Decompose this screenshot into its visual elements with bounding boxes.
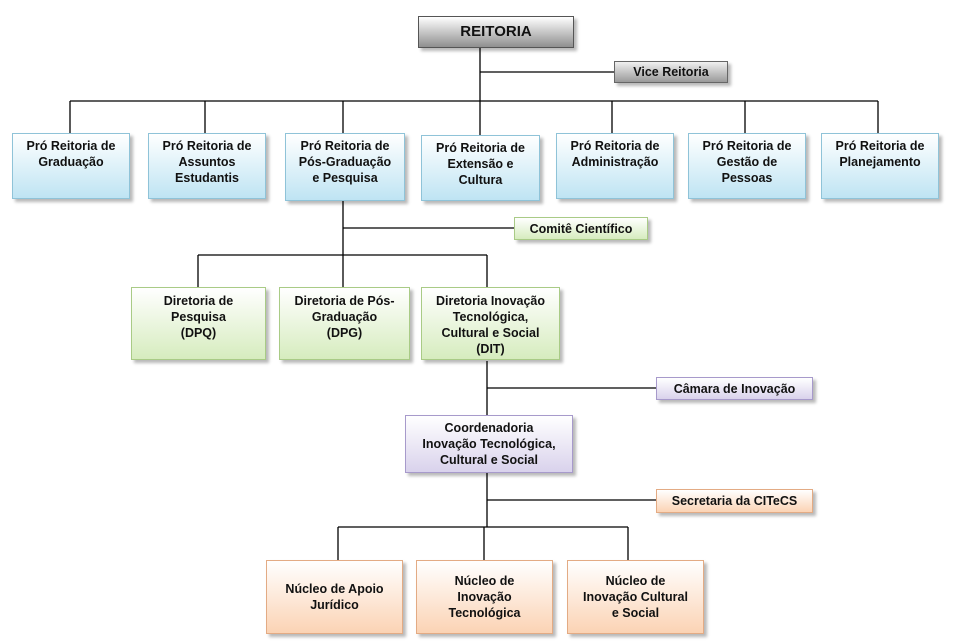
diretoria-label: Diretoria de Pós- Graduação (DPG) bbox=[294, 294, 395, 340]
pro-reitoria-label: Pró Reitoria de Gestão de Pessoas bbox=[702, 139, 792, 185]
pro-reitoria-label: Pró Reitoria de Assuntos Estudantis bbox=[162, 139, 252, 185]
camara-inovacao-label: Câmara de Inovação bbox=[673, 381, 796, 396]
nucleo-inovacao-tecnologica-box: Núcleo de Inovação Tecnológica bbox=[416, 560, 553, 634]
comite-cientifico-label: Comitê Científico bbox=[529, 221, 633, 236]
pro-reitoria-label: Pró Reitoria de Graduação bbox=[26, 139, 116, 169]
reitoria-box: REITORIA bbox=[418, 16, 574, 48]
pro-reitoria-label: Pró Reitoria de Extensão e Cultura bbox=[436, 141, 525, 187]
pro-reitoria-pos-graduacao-box: Pró Reitoria de Pós-Graduação e Pesquisa bbox=[285, 133, 405, 201]
diretoria-label: Diretoria Inovação Tecnológica, Cultural… bbox=[435, 294, 546, 356]
pro-reitoria-gestao-pessoas-box: Pró Reitoria de Gestão de Pessoas bbox=[688, 133, 806, 199]
pro-reitoria-extensao-box: Pró Reitoria de Extensão e Cultura bbox=[421, 135, 540, 201]
comite-cientifico-box: Comitê Científico bbox=[514, 217, 648, 240]
nucleo-inovacao-cultural-box: Núcleo de Inovação Cultural e Social bbox=[567, 560, 704, 634]
coordenadoria-label: Coordenadoria Inovação Tecnológica, Cult… bbox=[422, 421, 556, 467]
vice-reitoria-box: Vice Reitoria bbox=[614, 61, 728, 83]
secretaria-citecs-box: Secretaria da CITeCS bbox=[656, 489, 813, 513]
pro-reitoria-graduacao-box: Pró Reitoria de Graduação bbox=[12, 133, 130, 199]
vice-reitoria-label: Vice Reitoria bbox=[633, 65, 709, 79]
pro-reitoria-administracao-box: Pró Reitoria de Administração bbox=[556, 133, 674, 199]
nucleo-label: Núcleo de Inovação Cultural e Social bbox=[583, 574, 688, 620]
diretoria-label: Diretoria de Pesquisa (DPQ) bbox=[163, 294, 234, 340]
secretaria-citecs-label: Secretaria da CITeCS bbox=[671, 494, 798, 508]
diretoria-inovacao-box: Diretoria Inovação Tecnológica, Cultural… bbox=[421, 287, 560, 360]
reitoria-label: REITORIA bbox=[460, 23, 532, 40]
pro-reitoria-label: Pró Reitoria de Planejamento bbox=[835, 139, 925, 169]
nucleo-label: Núcleo de Inovação Tecnológica bbox=[448, 574, 521, 620]
nucleo-apoio-juridico-box: Núcleo de Apoio Jurídico bbox=[266, 560, 403, 634]
pro-reitoria-assuntos-estudantis-box: Pró Reitoria de Assuntos Estudantis bbox=[148, 133, 266, 199]
camara-inovacao-box: Câmara de Inovação bbox=[656, 377, 813, 400]
pro-reitoria-label: Pró Reitoria de Pós-Graduação e Pesquisa bbox=[298, 139, 392, 185]
coordenadoria-box: Coordenadoria Inovação Tecnológica, Cult… bbox=[405, 415, 573, 473]
nucleo-label: Núcleo de Apoio Jurídico bbox=[285, 582, 384, 612]
pro-reitoria-planejamento-box: Pró Reitoria de Planejamento bbox=[821, 133, 939, 199]
diretoria-pesquisa-box: Diretoria de Pesquisa (DPQ) bbox=[131, 287, 266, 360]
pro-reitoria-label: Pró Reitoria de Administração bbox=[570, 139, 660, 169]
diretoria-pos-graduacao-box: Diretoria de Pós- Graduação (DPG) bbox=[279, 287, 410, 360]
